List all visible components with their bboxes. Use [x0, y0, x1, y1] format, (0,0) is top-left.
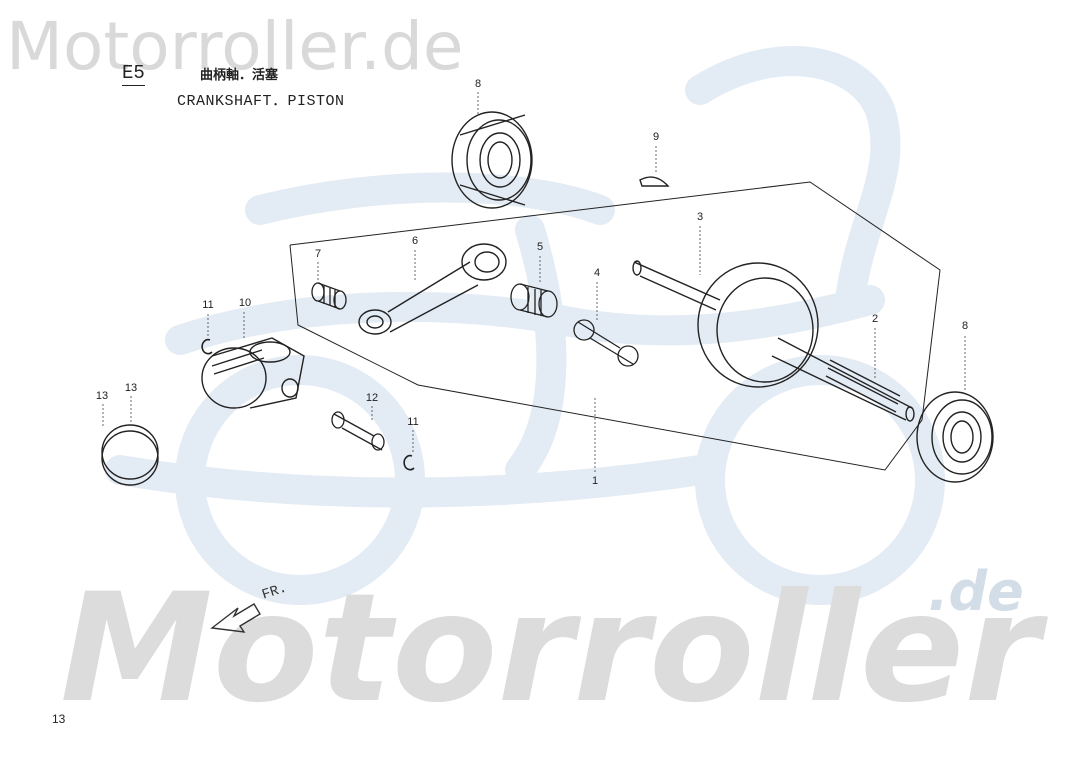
assembly-outline: [289, 181, 941, 471]
watermark-top-text: Motorroller.de: [6, 8, 464, 85]
page-number: 13: [52, 712, 66, 726]
title-english: CRANKSHAFT．PISTON: [177, 93, 345, 110]
section-code: E5: [122, 62, 145, 86]
callout-4: 4: [593, 267, 601, 279]
front-direction-arrow: [210, 603, 261, 633]
needle-bearing: [510, 283, 558, 318]
callout-11-top: 11: [202, 299, 214, 311]
scooter-watermark-logo: [105, 46, 945, 605]
piston-pin: [331, 411, 385, 451]
callout-12: 12: [365, 392, 379, 404]
callout-2: 2: [871, 313, 879, 325]
crank-pin: [573, 319, 639, 367]
title-chinese: 曲柄軸．活塞: [200, 68, 279, 83]
watermark-bottom-text: Motorroller: [60, 562, 1048, 736]
callout-3: 3: [696, 211, 704, 223]
piston-rings: [101, 424, 159, 486]
piston-pin-clip-1: [201, 338, 213, 355]
piston-pin-clip-2: [403, 454, 415, 471]
callout-5: 5: [536, 241, 544, 253]
callout-1: 1: [591, 475, 599, 487]
connecting-rod: [358, 243, 507, 335]
callout-8-right: 8: [961, 320, 969, 332]
callout-11-bottom: 11: [407, 416, 419, 428]
woodruff-key: [639, 176, 670, 187]
callout-6: 6: [411, 235, 419, 247]
callout-7: 7: [314, 248, 322, 260]
piston: [201, 337, 305, 409]
small-end-bearing: [311, 282, 347, 310]
callout-10: 10: [238, 297, 252, 309]
watermark-suffix: .de: [928, 560, 1024, 623]
callout-9: 9: [652, 131, 660, 143]
crankshaft-right: [771, 337, 915, 422]
leader-lines: [102, 92, 966, 474]
callout-13-left: 13: [95, 390, 109, 402]
ball-bearing-right: [916, 391, 994, 483]
callout-13-right: 13: [124, 382, 138, 394]
callout-8-top: 8: [474, 78, 482, 90]
ball-bearing-top: [451, 111, 533, 209]
crankshaft-left: [632, 260, 819, 388]
